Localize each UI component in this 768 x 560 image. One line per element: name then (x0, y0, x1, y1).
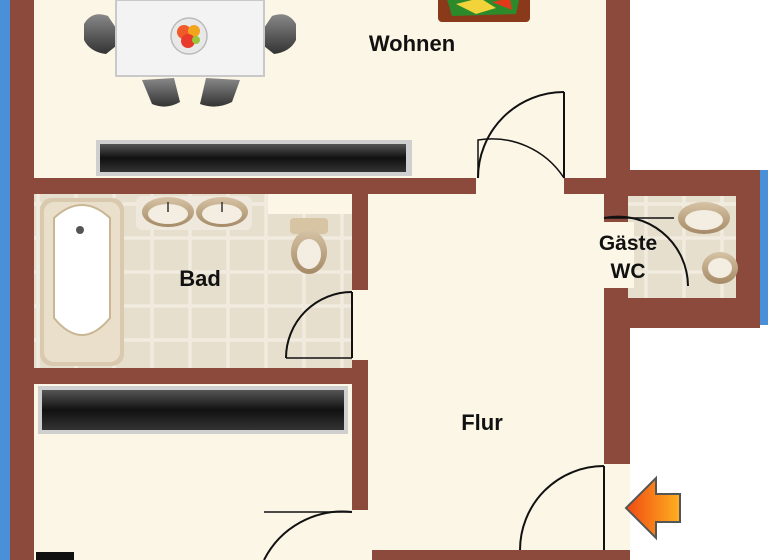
chair-icon (84, 14, 116, 54)
chair-icon (142, 78, 180, 107)
room-label-gaeste-line1: Gäste (598, 232, 658, 255)
door-opening (350, 290, 370, 360)
toilet-icon (290, 218, 328, 274)
room-label-wohnen: Wohnen (368, 31, 456, 56)
furniture-item (36, 552, 74, 560)
door-swing-icon (603, 215, 689, 287)
room-label-flur: Flur (461, 410, 503, 435)
room-label-gaeste-wc: Gäste WC (580, 230, 676, 286)
chair-icon (264, 14, 296, 54)
room-label-bad: Bad (179, 266, 221, 291)
dining-table-icon (84, 0, 296, 107)
plant-icon (438, 0, 530, 22)
chair-icon (200, 78, 240, 107)
sink-icon (678, 202, 730, 234)
flur-floor (368, 194, 604, 550)
fruit-bowl-icon (170, 17, 208, 55)
exterior-area (630, 0, 768, 170)
door-opening (476, 176, 564, 196)
door-swing-icon (477, 91, 565, 179)
room-label-gaeste-line2: WC (610, 260, 646, 283)
entrance-arrow-icon (624, 475, 681, 541)
bathtub-icon (40, 198, 124, 366)
radiator-icon (42, 390, 344, 430)
toilet-icon (702, 252, 738, 284)
door-swing-icon (519, 465, 605, 551)
radiator-icon (100, 144, 406, 172)
door-opening (600, 222, 634, 288)
bad-shelf (268, 194, 352, 214)
door-swing-icon (263, 510, 353, 560)
door-opening (352, 510, 372, 560)
flur-niche (380, 194, 410, 222)
sink-icon (136, 196, 252, 230)
door-swing-icon (285, 291, 353, 359)
